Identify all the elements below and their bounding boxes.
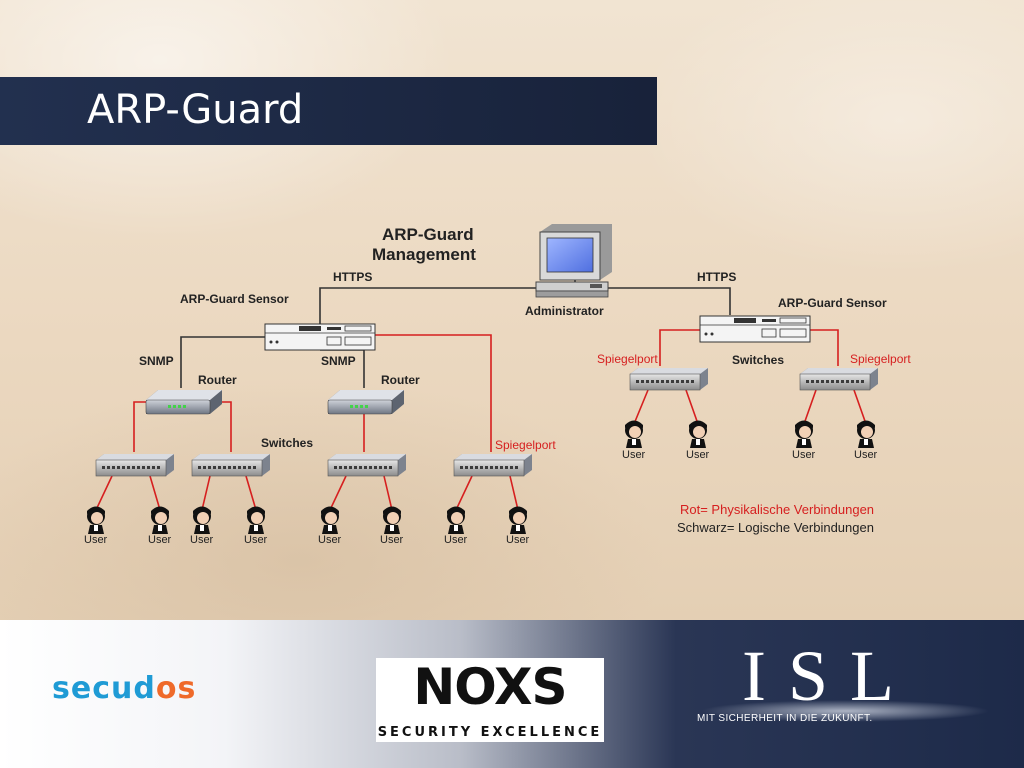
- user-icon: [447, 506, 465, 534]
- switch-right-2-icon: [799, 367, 879, 391]
- user-icon: [87, 506, 105, 534]
- user-label: User: [148, 534, 172, 546]
- noxs-logo: NOXS: [413, 658, 567, 716]
- user-icon: [151, 506, 169, 534]
- user-icon: [857, 420, 875, 448]
- user-label: User: [380, 534, 404, 546]
- user-label: User: [792, 449, 816, 461]
- noxs-logo-box: [376, 658, 604, 742]
- spiegelport-right-1-label: Spiegelport: [597, 352, 658, 366]
- management-label-line2: Management: [372, 245, 476, 264]
- spiegelport-left-label: Spiegelport: [495, 438, 556, 452]
- https-left-label: HTTPS: [333, 270, 372, 284]
- sensor-right-label: ARP-Guard Sensor: [778, 296, 887, 310]
- router-middle-label: Router: [381, 373, 420, 387]
- user-label: User: [854, 449, 878, 461]
- secudos-logo-part2: os: [155, 671, 197, 706]
- router-left-icon: [145, 389, 223, 415]
- management-label-line1: ARP-Guard: [382, 225, 474, 244]
- switch-spiegelport-icon: [453, 453, 533, 477]
- user-label: User: [244, 534, 268, 546]
- user-label: User: [506, 534, 530, 546]
- router-left-label: Router: [198, 373, 237, 387]
- sensor-right-icon: [699, 315, 811, 343]
- user-icon: [689, 420, 707, 448]
- switch-left-1-icon: [95, 453, 175, 477]
- isl-logo-glow: [700, 700, 990, 722]
- administrator-computer-icon: [535, 224, 612, 298]
- legend-physical: Rot= Physikalische Verbindungen: [680, 502, 874, 517]
- switch-left-2-icon: [191, 453, 271, 477]
- user-icon: [509, 506, 527, 534]
- switch-middle-icon: [327, 453, 407, 477]
- administrator-label: Administrator: [525, 304, 604, 318]
- user-label: User: [444, 534, 468, 546]
- switches-right-label: Switches: [732, 353, 784, 367]
- slide-title: ARP-Guard: [87, 87, 304, 133]
- user-label: User: [622, 449, 646, 461]
- network-diagram: ARP-Guard Management Administrator HTTPS…: [84, 224, 911, 546]
- spiegelport-right-2-label: Spiegelport: [850, 352, 911, 366]
- noxs-tagline: SECURITY EXCELLENCE: [377, 725, 603, 740]
- https-right-label: HTTPS: [697, 270, 736, 284]
- sensor-left-label: ARP-Guard Sensor: [180, 292, 289, 306]
- switch-right-1-icon: [629, 367, 709, 391]
- title-bar: [0, 77, 657, 145]
- router-middle-icon: [327, 389, 405, 415]
- user-icon: [321, 506, 339, 534]
- physical-connections: [95, 329, 867, 511]
- secudos-logo-part1: secud: [52, 671, 156, 706]
- sensor-left-icon: [264, 323, 376, 351]
- user-icon: [625, 420, 643, 448]
- user-label: User: [190, 534, 214, 546]
- isl-logo: ISL: [742, 636, 916, 716]
- snmp-middle-label: SNMP: [321, 354, 356, 368]
- isl-tagline: MIT SICHERHEIT IN DIE ZUKUNFT.: [697, 713, 873, 724]
- user-label: User: [686, 449, 710, 461]
- user-icon: [795, 420, 813, 448]
- user-label: User: [318, 534, 342, 546]
- legend-logical: Schwarz= Logische Verbindungen: [677, 520, 874, 535]
- user-icon: [193, 506, 211, 534]
- user-icon: [247, 506, 265, 534]
- switches-left-label: Switches: [261, 436, 313, 450]
- user-label: User: [84, 534, 108, 546]
- secudos-logo: secudos: [52, 674, 196, 704]
- snmp-left-label: SNMP: [139, 354, 174, 368]
- user-icon: [383, 506, 401, 534]
